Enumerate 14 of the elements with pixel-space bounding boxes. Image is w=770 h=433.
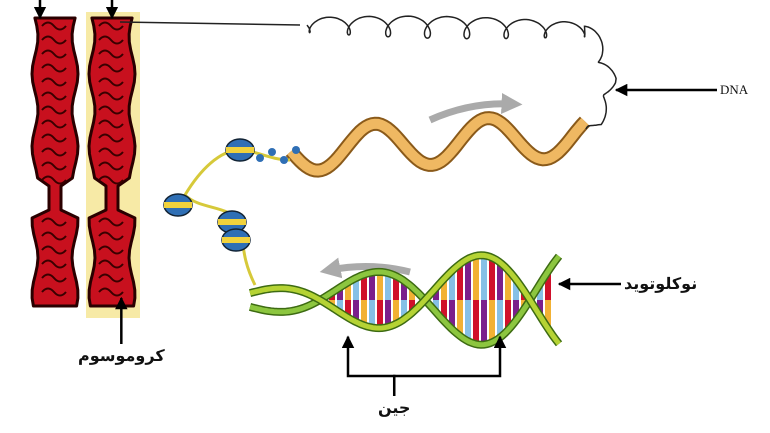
- arrow: [106, 0, 118, 20]
- part-label: نوكلوتويد: [624, 274, 698, 294]
- leader-line: [392, 335, 506, 396]
- leader-line: [614, 84, 717, 96]
- part-label: DNA: [720, 80, 748, 100]
- leader-line: [115, 296, 128, 344]
- part-label: جين: [378, 398, 410, 418]
- chromatid-drawing: [88, 16, 136, 308]
- chromatid-drawing: [30, 16, 80, 308]
- arrow: [34, 0, 46, 20]
- dna-coil-drawing: [120, 15, 617, 130]
- leader-line: [558, 278, 621, 290]
- dna-helix-drawing: [249, 251, 562, 349]
- part-label: كروموسوم: [78, 346, 165, 366]
